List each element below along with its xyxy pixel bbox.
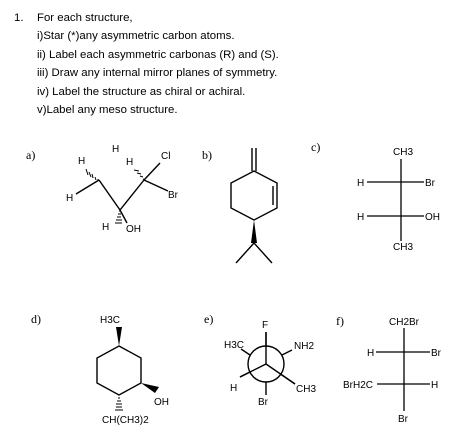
atom-f-right1: Br [431,348,442,359]
structure-c: c) CH3 H Br H OH CH3 [311,140,440,253]
atom-d-isopropyl: CH(CH3)2 [102,415,149,426]
atom-c-right2: OH [425,212,440,223]
atom-e-h: H [230,383,237,394]
question-number: 1. [14,12,24,24]
hashed-wedge-isopropyl [115,397,123,411]
bold-wedge-oh [141,383,159,393]
atom-a-br: Br [168,190,179,201]
hashed-wedge-bonds [85,168,146,224]
atom-e-f: F [262,320,268,331]
bold-wedge-methyl [116,327,122,346]
label-c: c) [311,140,320,154]
instruction-line-iii: iii) Draw any internal mirror planes of … [37,67,278,80]
atom-d-oh: OH [154,397,169,408]
instruction-line-v: v)Label any meso structure. [37,104,178,117]
structure-f: f) CH2Br H Br BrH2C H Br [336,314,442,425]
atom-f-right2: H [431,380,438,391]
atom-e-ch3: CH3 [296,384,316,395]
atom-a-h-left-top: H [78,156,85,167]
atom-a-h-left: H [66,193,73,204]
atom-f-top: CH2Br [389,317,420,328]
atom-c-top: CH3 [393,147,413,158]
atom-c-bottom: CH3 [393,242,413,253]
structure-d: d) H3C OH CH(CH3)2 [31,312,169,426]
label-d: d) [31,312,41,326]
structure-a: a) H H H Cl H Br H [26,144,179,235]
atom-e-br: Br [258,397,269,408]
atom-a-oh: OH [126,224,141,235]
instruction-line-ii: ii) Label each asymmetric carbonas (R) a… [37,48,279,61]
bold-wedge-bond [251,220,257,243]
atom-d-h3c: H3C [100,315,120,326]
atom-f-left1: H [367,348,374,359]
label-b: b) [202,148,212,162]
atom-a-h-top: H [112,144,119,155]
atom-c-right1: Br [425,178,436,189]
instruction-line-intro: For each structure, [37,12,133,24]
atom-e-h3c: H3C [224,340,244,351]
atom-c-left2: H [357,212,364,223]
atom-f-bottom: Br [398,414,409,425]
atom-a-cl: Cl [161,151,170,162]
instruction-line-iv: iv) Label the structure as chiral or ach… [37,85,246,98]
label-e: e) [204,312,213,326]
atom-f-left2: BrH2C [343,380,373,391]
atom-e-nh2: NH2 [294,341,314,352]
atom-c-left1: H [357,178,364,189]
atom-a-h-bottom: H [102,222,109,233]
structure-e: e) F H3C NH2 H CH3 Br [204,312,316,408]
atom-a-h-mid: H [126,157,133,168]
instruction-line-i: i)Star (*)any asymmetric carbon atoms. [37,30,235,43]
label-f: f) [336,314,344,328]
label-a: a) [26,148,35,162]
structure-b: b) [202,148,278,264]
